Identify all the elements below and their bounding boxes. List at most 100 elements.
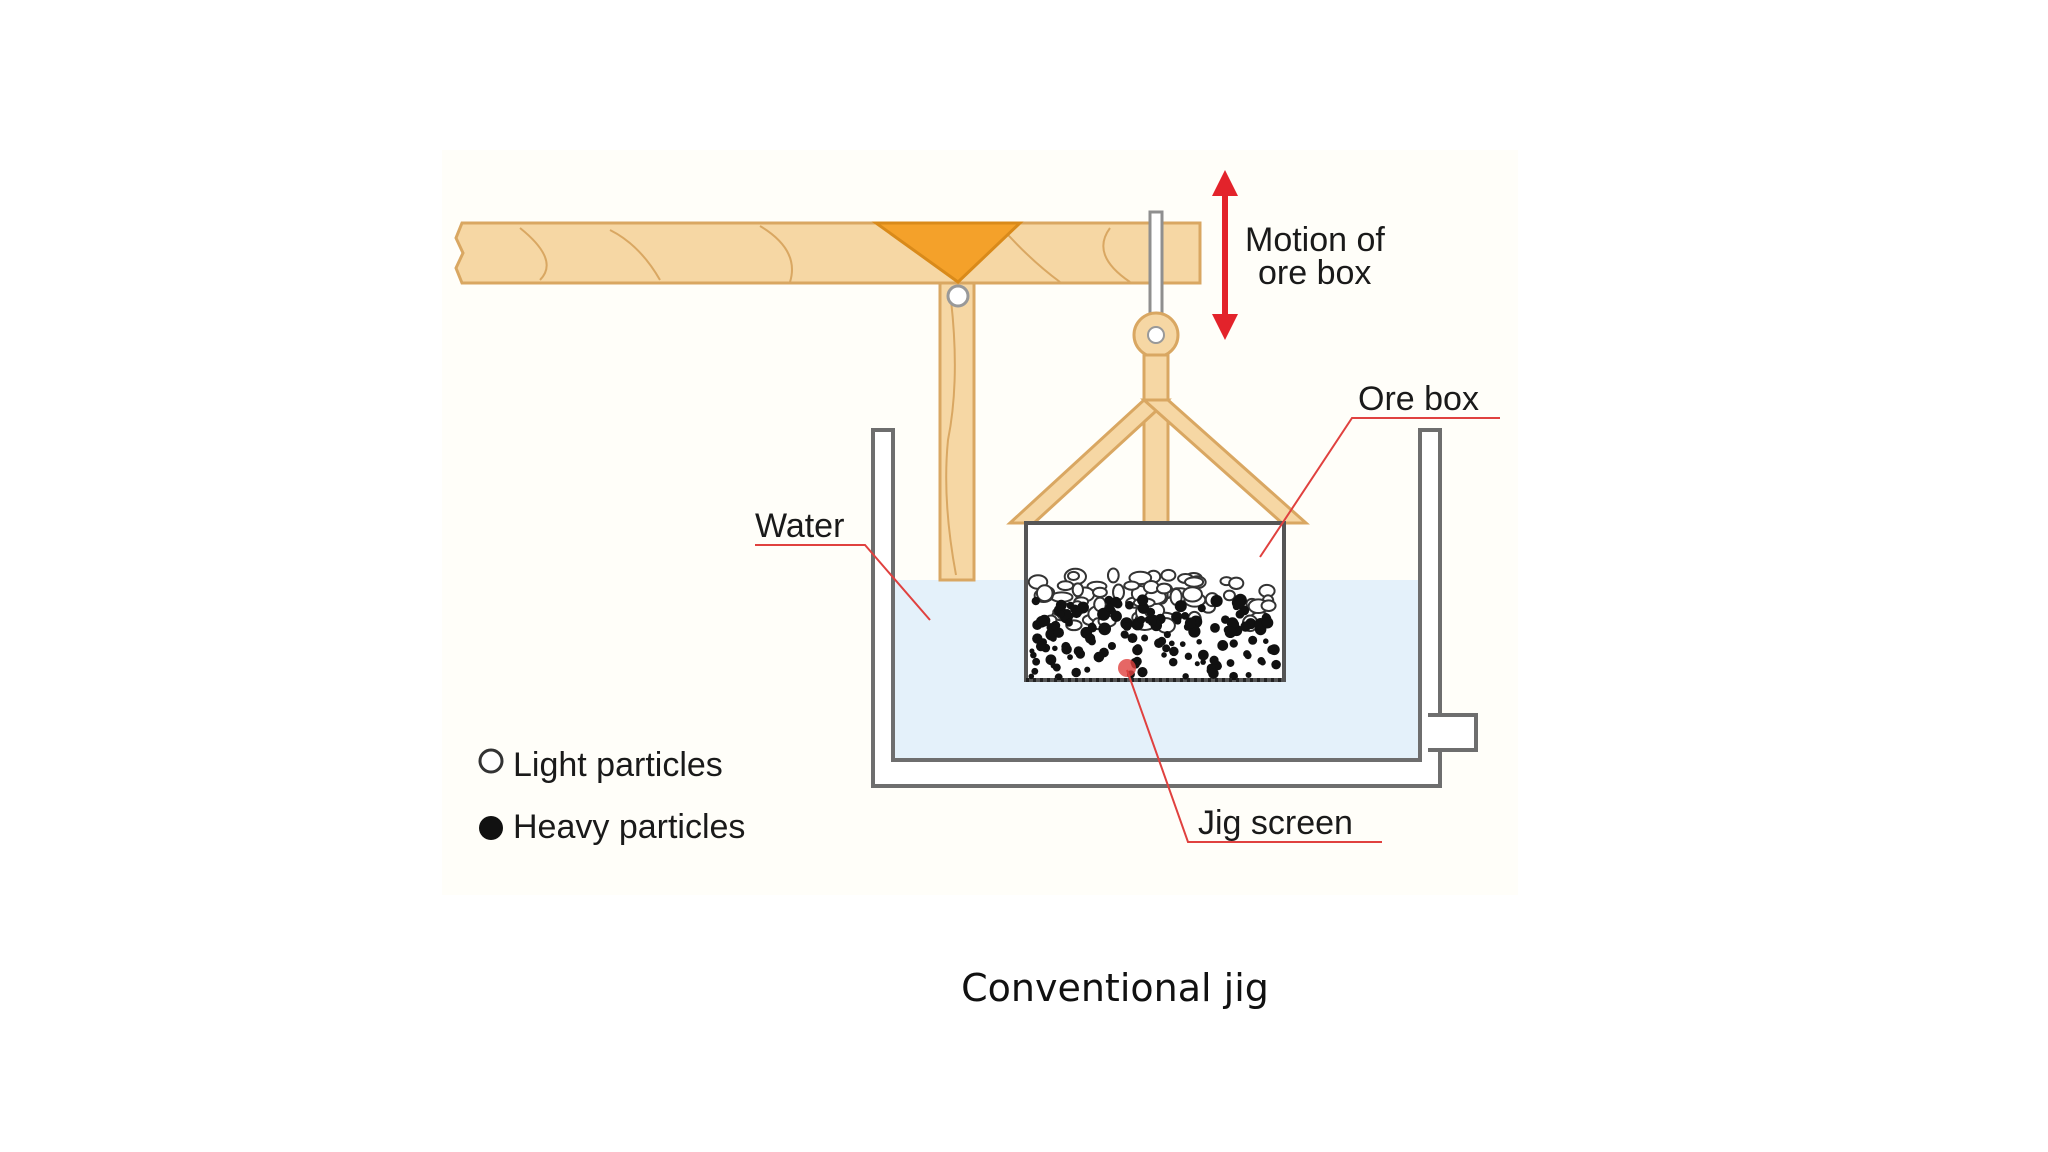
heavy-particle bbox=[1196, 638, 1202, 645]
heavy-particle bbox=[1248, 635, 1258, 645]
light-particle bbox=[1181, 586, 1203, 603]
legend-heavy-label: Heavy particles bbox=[513, 808, 745, 846]
heavy-particle bbox=[1110, 610, 1122, 622]
heavy-particle bbox=[1217, 640, 1229, 651]
heavy-particle bbox=[1168, 657, 1178, 667]
jig-screen-label: Jig screen bbox=[1198, 804, 1353, 842]
drain-outlet bbox=[1428, 713, 1478, 752]
beam bbox=[454, 221, 1202, 285]
heavy-particle bbox=[1163, 631, 1171, 639]
light-particle bbox=[1123, 580, 1140, 591]
heavy-particle bbox=[1032, 633, 1043, 644]
heavy-particle bbox=[1267, 645, 1277, 655]
light-particle bbox=[1071, 582, 1085, 598]
heavy-particle bbox=[1245, 671, 1252, 678]
heavy-particle bbox=[1263, 638, 1269, 644]
heavy-particle bbox=[1035, 641, 1046, 652]
heavy-particle bbox=[1208, 668, 1219, 679]
heavy-particle bbox=[1229, 671, 1238, 680]
heavy-particle bbox=[1061, 644, 1072, 655]
heavy-particle bbox=[1271, 659, 1281, 670]
motion-arrow bbox=[1212, 170, 1238, 340]
heavy-particle bbox=[1141, 634, 1149, 642]
heavy-particle bbox=[1174, 617, 1182, 625]
heavy-particle bbox=[1137, 667, 1148, 678]
heavy-particle bbox=[1110, 596, 1122, 608]
motion-label-line1: Motion of bbox=[1245, 221, 1385, 259]
heavy-particle bbox=[1184, 652, 1193, 661]
light-particle bbox=[1222, 589, 1236, 602]
heavy-particle bbox=[1226, 659, 1235, 667]
jig-screen-leader bbox=[1126, 669, 1382, 843]
water-label: Water bbox=[755, 507, 844, 545]
heavy-particle bbox=[1257, 657, 1265, 665]
heavy-particle bbox=[1179, 641, 1186, 647]
pivot bbox=[871, 221, 1024, 284]
heavy-particle bbox=[1073, 646, 1084, 656]
heavy-particle bbox=[1235, 609, 1245, 619]
heavy-particle bbox=[1210, 622, 1220, 633]
heavy-particle bbox=[1161, 652, 1167, 658]
heavy-particle bbox=[1197, 604, 1206, 613]
motion-label-line2: ore box bbox=[1258, 254, 1371, 292]
heavy-particle bbox=[1261, 617, 1274, 629]
heavy-particle bbox=[1169, 646, 1179, 657]
heavy-particle bbox=[1224, 626, 1237, 639]
light-particle bbox=[1155, 582, 1173, 595]
ore-particles bbox=[1027, 567, 1281, 680]
heavy-particle bbox=[1147, 616, 1157, 627]
heavy-particle bbox=[1136, 594, 1149, 606]
heavy-particle bbox=[1162, 644, 1171, 653]
heavy-particle bbox=[1067, 654, 1073, 661]
heavy-particle bbox=[1182, 673, 1189, 680]
heavy-particle bbox=[1057, 610, 1065, 618]
legend-light-label: Light particles bbox=[513, 746, 723, 784]
heavy-particle bbox=[1184, 617, 1197, 629]
jig-screen-marker bbox=[1118, 659, 1136, 677]
heavy-particle bbox=[1031, 667, 1039, 675]
heavy-particle bbox=[1085, 633, 1096, 644]
heavy-particle bbox=[1093, 651, 1105, 663]
light-particle bbox=[1091, 586, 1108, 598]
heavy-particle bbox=[1053, 627, 1064, 638]
light-particle bbox=[1056, 580, 1075, 592]
heavy-particle bbox=[1084, 666, 1091, 673]
heavy-particle bbox=[1226, 617, 1239, 629]
light-particle bbox=[1228, 576, 1245, 590]
heavy-particle bbox=[1028, 673, 1035, 680]
light-particle bbox=[1106, 567, 1120, 584]
heavy-particle bbox=[1181, 612, 1189, 620]
heavy-particle bbox=[1099, 623, 1108, 632]
heavy-particle bbox=[1231, 596, 1245, 610]
heavy-particle bbox=[1105, 603, 1114, 612]
light-particle bbox=[1184, 576, 1205, 588]
ore-box-leader bbox=[1259, 417, 1500, 558]
heavy-particle bbox=[1168, 640, 1175, 647]
heavy-particle bbox=[1198, 649, 1209, 661]
heavy-particle bbox=[1229, 639, 1238, 648]
hanger-rod bbox=[1148, 210, 1164, 322]
heavy-particle bbox=[1071, 608, 1082, 619]
tank bbox=[871, 428, 1442, 788]
heavy-particle bbox=[1194, 661, 1200, 667]
heavy-particle bbox=[1240, 621, 1251, 632]
heavy-particle bbox=[1244, 652, 1252, 660]
heavy-particle bbox=[1030, 652, 1037, 658]
heavy-particle bbox=[1031, 596, 1041, 606]
light-particle-icon bbox=[478, 748, 504, 774]
heavy-particle bbox=[1035, 616, 1048, 628]
heavy-particle bbox=[1127, 633, 1138, 644]
heavy-particle bbox=[1132, 644, 1143, 656]
light-particle bbox=[1035, 584, 1054, 603]
heavy-particle bbox=[1052, 645, 1058, 652]
ore-box-bracket bbox=[1006, 353, 1310, 525]
heavy-particle-icon bbox=[479, 816, 503, 840]
heavy-particle bbox=[1032, 657, 1041, 666]
light-particle bbox=[1067, 570, 1080, 582]
heavy-particle bbox=[1200, 659, 1206, 665]
heavy-particle bbox=[1107, 641, 1116, 651]
support-post bbox=[938, 280, 976, 582]
heavy-particle bbox=[1209, 655, 1219, 665]
